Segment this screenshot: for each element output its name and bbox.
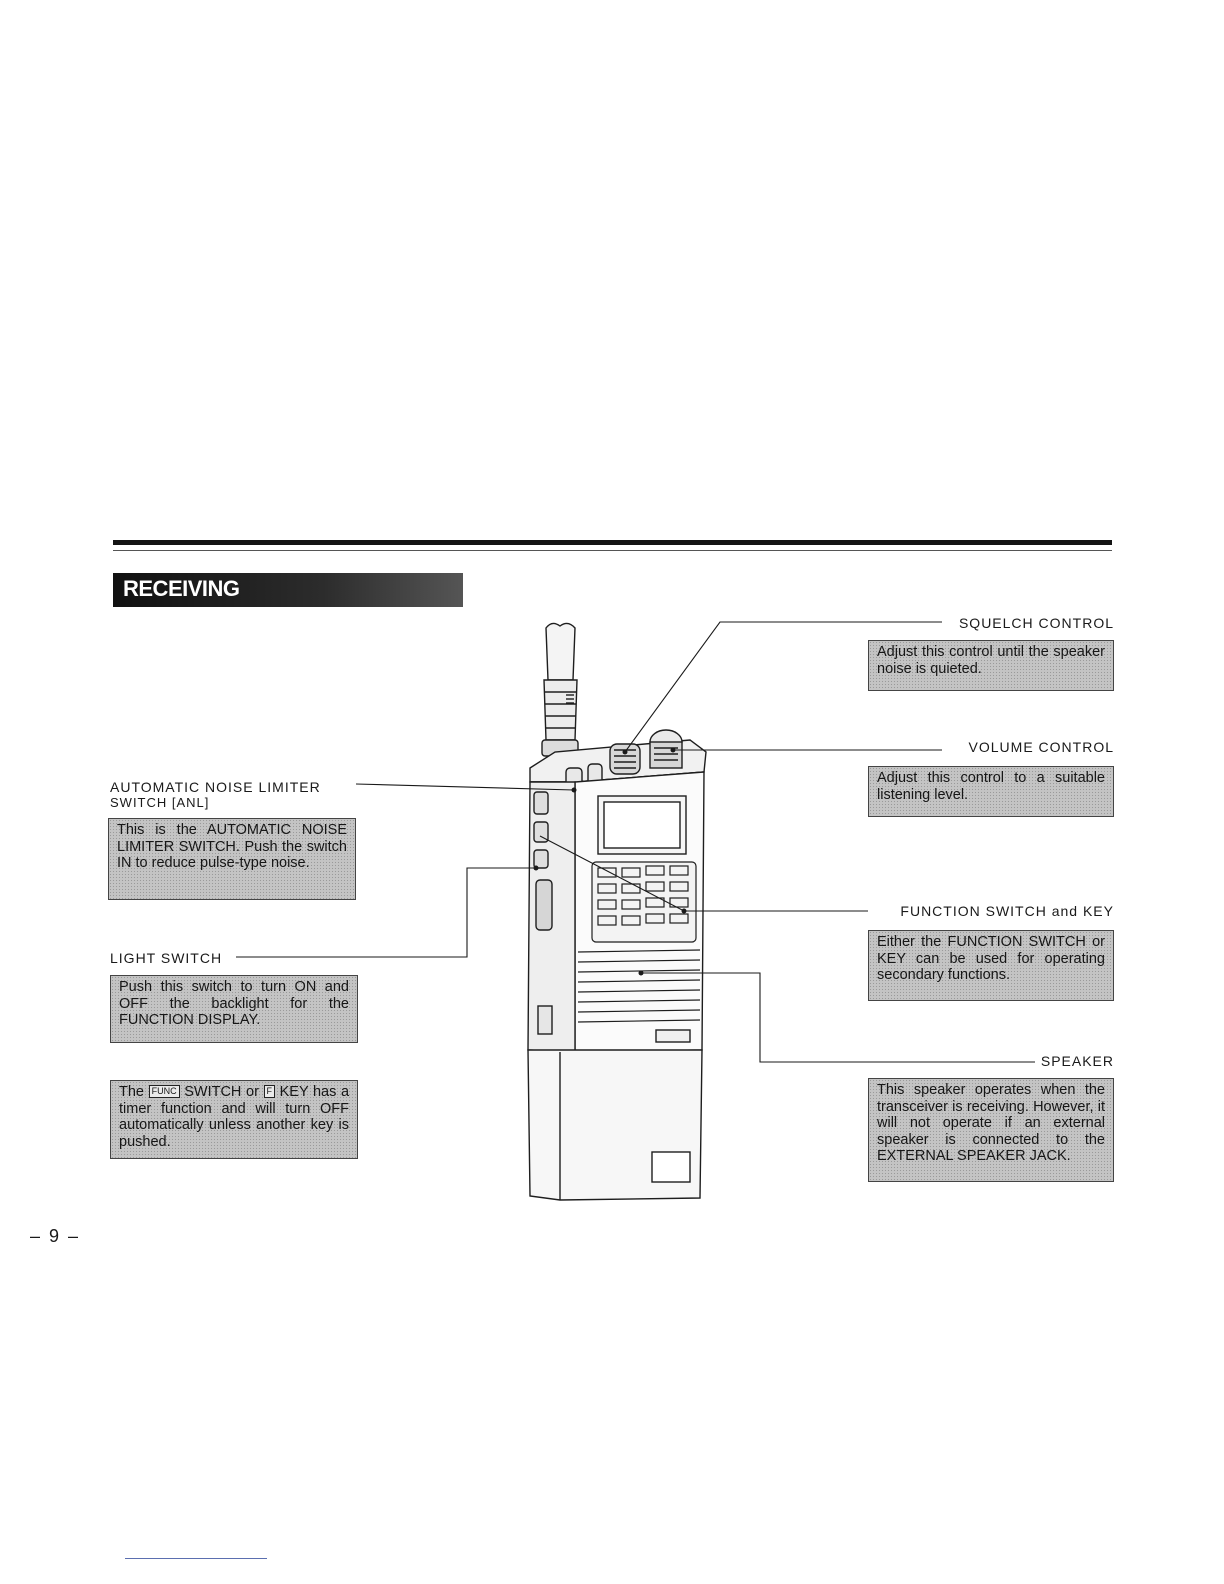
squelch-note: Adjust this control until the speaker no… (868, 640, 1114, 691)
anl-label-line2: SWITCH [ANL] (110, 795, 210, 810)
volume-note: Adjust this control to a suitable listen… (868, 766, 1114, 817)
section-banner: RECEIVING (113, 573, 463, 607)
speaker-label: SPEAKER (1040, 1053, 1114, 1069)
page-number: – 9 – (30, 1226, 81, 1246)
header-rule-thin (113, 550, 1112, 551)
f-key-icon: F (263, 1085, 276, 1098)
volume-control-label: VOLUME CONTROL (968, 739, 1114, 755)
speaker-note: This speaker operates when the transceiv… (868, 1078, 1114, 1182)
func-key-icon: FUNC (148, 1085, 180, 1098)
section-title: RECEIVING (123, 576, 240, 601)
light-note: Push this switch to turn ON and OFF the … (110, 975, 358, 1043)
function-switch-label: FUNCTION SWITCH and KEY (900, 903, 1114, 919)
timer-note-rest: KEY has a timer function and will turn O… (119, 1084, 350, 1150)
timer-note-mid: SWITCH or (184, 1084, 259, 1100)
anl-note: This is the AUTOMATIC NOISE LIMITER SWIT… (108, 818, 356, 900)
header-rule-thick (113, 540, 1112, 545)
squelch-control-label: SQUELCH CONTROL (958, 615, 1114, 631)
light-switch-label: LIGHT SWITCH (110, 950, 223, 966)
timer-note-prefix: The (119, 1084, 144, 1100)
timer-note: The FUNC SWITCH or F KEY has a timer fun… (110, 1080, 358, 1159)
anl-label-line1: AUTOMATIC NOISE LIMITER (110, 779, 321, 795)
function-note: Either the FUNCTION SWITCH or KEY can be… (868, 930, 1114, 1001)
footer-line (125, 1558, 267, 1559)
